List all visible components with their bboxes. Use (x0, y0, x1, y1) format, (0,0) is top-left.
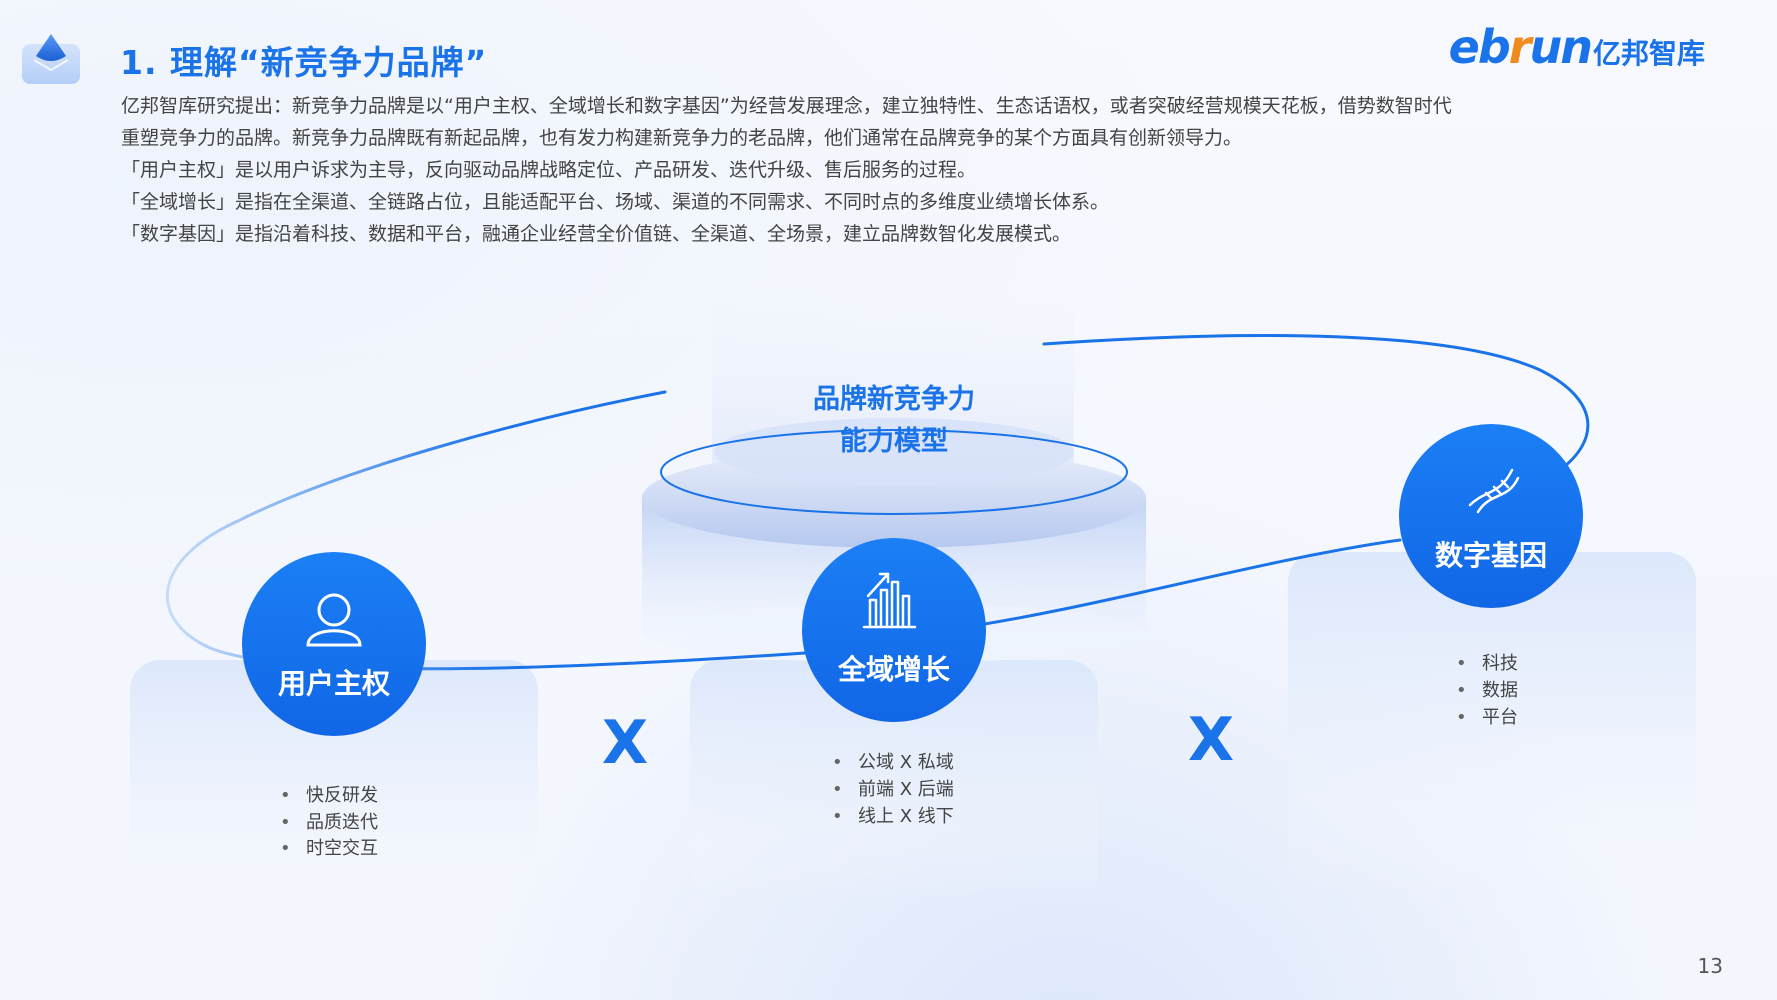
brand-logo-cn: 亿邦智库 (1592, 37, 1705, 70)
bullet-dot: • (1456, 680, 1467, 701)
orbit-line (165, 334, 1590, 671)
multiply-operator: X (602, 708, 648, 778)
intro-text: 亿邦智库研究提出：新竞争力品牌是以“用户主权、全域增长和数字基因”为经营发展理念… (121, 90, 1711, 250)
bullet-dot: • (832, 752, 843, 773)
intro-line: 亿邦智库研究提出：新竞争力品牌是以“用户主权、全域增长和数字基因”为经营发展理念… (121, 95, 1452, 117)
pillar-digital: 数字基因 (1399, 424, 1583, 608)
pillar-panel-growth (690, 660, 1098, 900)
intro-line: 「全域增长」是指在全渠道、全链路占位，且能适配平台、场域、渠道的不同需求、不同时… (121, 191, 1110, 213)
brand-logo: ebrun 亿邦智库 (1449, 20, 1705, 74)
brand-logo-en: ebrun (1448, 20, 1593, 74)
pillar-label: 用户主权 (278, 667, 390, 700)
pillar-panel-digital (1288, 552, 1696, 892)
pillar-points-growth: • 公域 X 私域 • 前端 X 后端 • 线上 X 线下 (832, 752, 954, 827)
pillar-label: 全域增长 (837, 653, 950, 686)
bullet-dot: • (1456, 653, 1467, 674)
model-title-line1: 品牌新竞争力 (813, 383, 975, 415)
model-title-line2: 能力模型 (840, 425, 948, 457)
list-item: 前端 X 后端 (858, 779, 954, 800)
list-item: 品质迭代 (306, 812, 378, 833)
bullet-dot: • (1456, 707, 1467, 728)
page-number: 13 (1697, 954, 1723, 978)
list-item: 时空交互 (306, 838, 378, 859)
intro-line: 重塑竞争力的品牌。新竞争力品牌既有新起品牌，也有发力构建新竞争力的老品牌，他们通… (121, 127, 1243, 149)
list-item: 线上 X 线下 (858, 806, 954, 827)
pillar-points-user: • 快反研发 • 品质迭代 • 时空交互 (280, 785, 378, 859)
bullet-dot: • (832, 806, 843, 827)
page-title: 1. 理解“新竞争力品牌” (120, 43, 488, 82)
pillar-points-digital: • 科技 • 数据 • 平台 (1456, 653, 1518, 728)
dna-icon (1468, 468, 1520, 514)
list-item: 快反研发 (306, 785, 378, 806)
list-item: 科技 (1482, 653, 1518, 674)
list-item: 平台 (1482, 707, 1518, 728)
bullet-dot: • (280, 785, 291, 806)
user-icon (306, 593, 362, 647)
intro-line: 「数字基因」是指沿着科技、数据和平台，融通企业经营全价值链、全渠道、全场景，建立… (121, 223, 1072, 245)
bullet-dot: • (280, 838, 291, 859)
list-item: 公域 X 私域 (858, 752, 954, 773)
pillar-label: 数字基因 (1435, 539, 1547, 572)
bullet-dot: • (832, 779, 843, 800)
growth-chart-icon (862, 572, 917, 629)
multiply-operator: X (1188, 705, 1234, 775)
pillar-user: 用户主权 (242, 552, 426, 736)
logo-icon (22, 34, 80, 84)
pillar-growth: 全域增长 (802, 538, 986, 722)
list-item: 数据 (1482, 680, 1518, 701)
bullet-dot: • (280, 812, 291, 833)
intro-line: 「用户主权」是以用户诉求为主导，反向驱动品牌战略定位、产品研发、迭代升级、售后服… (121, 159, 977, 181)
pillar-panel-user (130, 660, 538, 900)
